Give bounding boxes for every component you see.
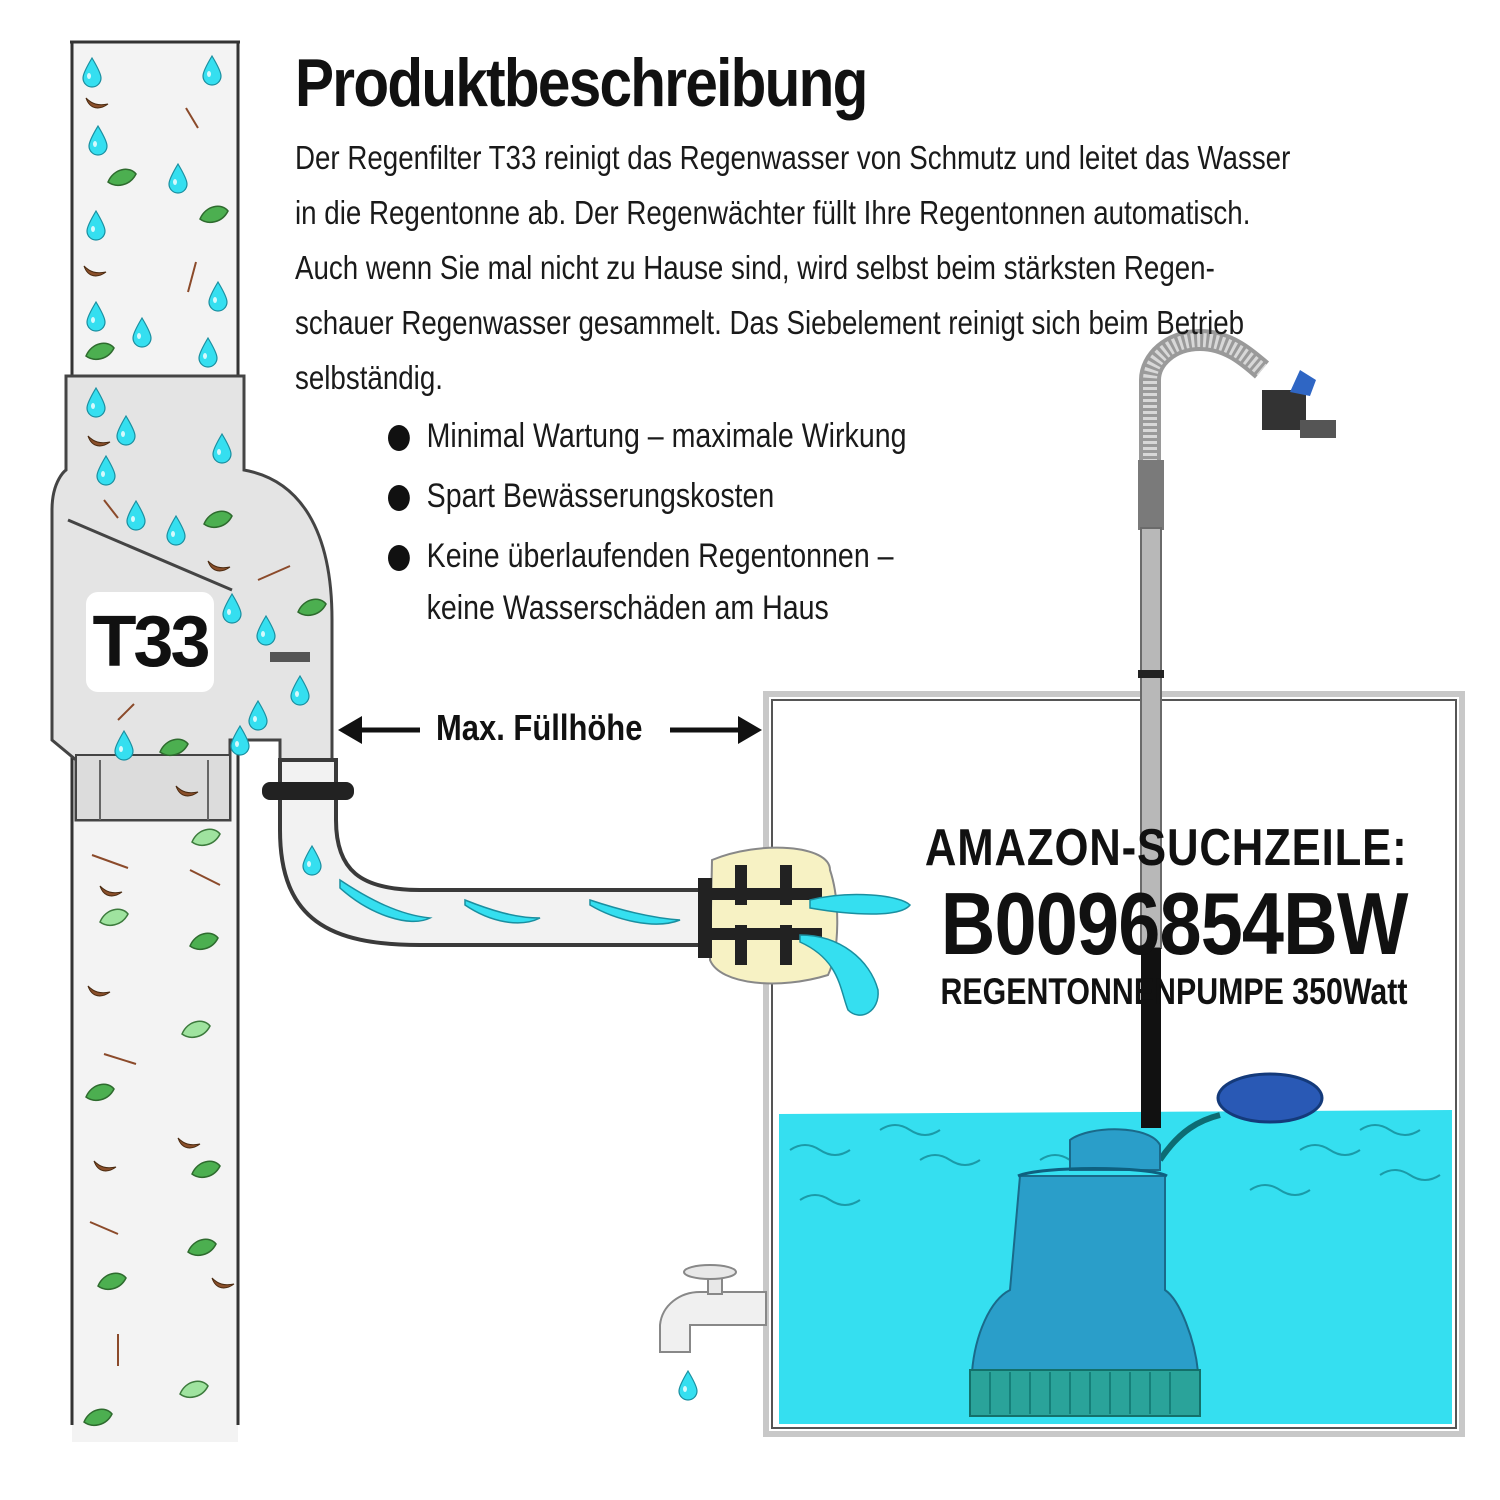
product-code: B0096854BW [941, 874, 1409, 973]
bullet-icon [388, 425, 410, 451]
feature-text: Minimal Wartung – maximale Wirkung [426, 417, 907, 455]
connection-pipe [262, 758, 702, 947]
max-fill-level-label: Max. Füllhöhe [436, 707, 643, 748]
feature-item: Keine überlaufenden Regentonnen – keine … [388, 530, 906, 633]
feature-list: Minimal Wartung – maximale Wirkung Spart… [388, 410, 906, 640]
page-title: Produktbeschreibung [295, 45, 868, 121]
fill-level-arrows [338, 716, 762, 744]
float-switch [1157, 1072, 1324, 1162]
pump-pipe [1138, 328, 1336, 1128]
product-name: REGENTONNENPUMPE 350Watt [941, 971, 1408, 1012]
amazon-search-box: AMAZON-SUCHZEILE: B0096854BW REGENTONNEN… [833, 818, 1408, 1014]
faucet [659, 1264, 767, 1401]
filter-label: T33 [86, 592, 214, 692]
description-line-2: in die Regentonne ab. Der Regenwächter f… [295, 194, 1251, 231]
debris-sticks [89, 107, 291, 1366]
barrel-connector [698, 846, 839, 985]
bullet-icon [388, 485, 410, 511]
feature-text-continued: keine Wasserschäden am Haus [426, 589, 829, 627]
feature-item: Minimal Wartung – maximale Wirkung [388, 410, 906, 463]
feature-text: Spart Bewässerungskosten [426, 477, 775, 515]
description-line-1: Der Regenfilter T33 reinigt das Regenwas… [295, 139, 1291, 176]
description-line-4: schauer Regenwasser gesammelt. Das Siebe… [295, 304, 1245, 341]
water-inflow [339, 878, 911, 1016]
feature-text: Keine überlaufenden Regentonnen – [426, 537, 894, 575]
description-line-3: Auch wenn Sie mal nicht zu Hause sind, w… [295, 249, 1215, 286]
bullet-icon [388, 545, 410, 571]
description-line-5: selbständig. [295, 359, 443, 396]
amazon-search-label: AMAZON-SUCHZEILE: [925, 819, 1408, 877]
feature-item: Spart Bewässerungskosten [388, 470, 906, 523]
submersible-pump [969, 1128, 1201, 1417]
